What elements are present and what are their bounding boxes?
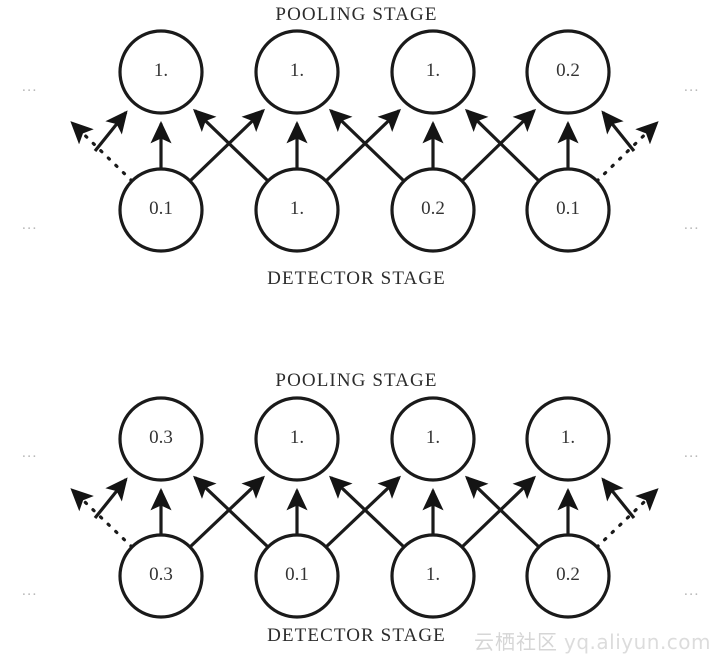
edge-diag-right-p2-c3	[460, 475, 536, 549]
edge-dotted-right-outer-p1	[595, 121, 659, 183]
edge-diag-left-p1-c2	[193, 108, 270, 183]
pooling-node-p2-c2[interactable]	[254, 396, 340, 482]
edge-diag-left-p1-c3	[329, 108, 406, 183]
edge-incoming-left-p2	[93, 477, 128, 520]
pooling-node-p1-c1[interactable]	[118, 29, 204, 115]
watermark-cn-text: 云栖社区	[474, 630, 558, 654]
detector-node-p1-c3[interactable]	[390, 167, 476, 253]
ellipsis-left-top-2: ...	[22, 445, 38, 461]
detector-node-p1-c4[interactable]	[525, 167, 611, 253]
detector-node-p2-c2[interactable]	[254, 533, 340, 619]
ellipsis-right-top-2: ...	[684, 445, 700, 461]
edge-diag-right-p1-c2	[324, 108, 401, 183]
edge-diag-right-p1-c1	[188, 108, 265, 183]
edge-diag-right-p2-c1	[188, 475, 265, 549]
edge-diag-right-p1-c3	[460, 108, 537, 183]
pooling-node-p1-c4[interactable]	[525, 29, 611, 115]
edge-dotted-left-outer-p1	[70, 121, 134, 183]
pooling-node-p1-c2[interactable]	[254, 29, 340, 115]
ellipsis-right-bottom-2: ...	[684, 583, 700, 599]
detector-stage-label-1: DETECTOR STAGE	[267, 268, 446, 289]
edge-diag-left-p2-c4	[465, 475, 541, 549]
detector-node-p2-c3[interactable]	[390, 533, 476, 619]
edge-diag-left-p1-c4	[464, 108, 541, 183]
ellipsis-left-top-1: ...	[22, 79, 38, 95]
edge-incoming-right-p1	[601, 110, 636, 153]
watermark-url-text: yq.aliyun.com	[564, 630, 712, 654]
detector-node-p1-c2[interactable]	[254, 167, 340, 253]
detector-node-p2-c1[interactable]	[118, 533, 204, 619]
panel-bottom: POOLING STAGE DETECTOR STAGE ... ... ...…	[0, 366, 713, 655]
edge-dotted-right-outer-p2	[595, 488, 659, 549]
pooling-node-p2-c1[interactable]	[118, 396, 204, 482]
ellipsis-left-bottom-2: ...	[22, 583, 38, 599]
detector-stage-label-2: DETECTOR STAGE	[267, 625, 446, 646]
edge-diag-left-p2-c3	[329, 475, 406, 549]
pooling-node-p2-c4[interactable]	[525, 396, 611, 482]
edge-incoming-right-p2	[601, 477, 636, 520]
edge-diag-left-p2-c2	[193, 475, 270, 549]
panel-top: POOLING STAGE DETECTOR STAGE ... ... ...…	[22, 4, 700, 289]
edge-diag-right-p2-c2	[324, 475, 401, 549]
detector-node-p2-c4[interactable]	[525, 533, 611, 619]
pooling-stage-label-1: POOLING STAGE	[275, 4, 438, 25]
ellipsis-left-bottom-1: ...	[22, 217, 38, 233]
pooling-node-p1-c3[interactable]	[390, 29, 476, 115]
ellipsis-right-bottom-1: ...	[684, 217, 700, 233]
ellipsis-right-top-1: ...	[684, 79, 700, 95]
edge-dotted-left-outer-p2	[70, 488, 134, 549]
pooling-node-p2-c3[interactable]	[390, 396, 476, 482]
detector-node-p1-c1[interactable]	[118, 167, 204, 253]
edge-incoming-left-p1	[93, 110, 128, 153]
pooling-stage-label-2: POOLING STAGE	[275, 370, 438, 391]
